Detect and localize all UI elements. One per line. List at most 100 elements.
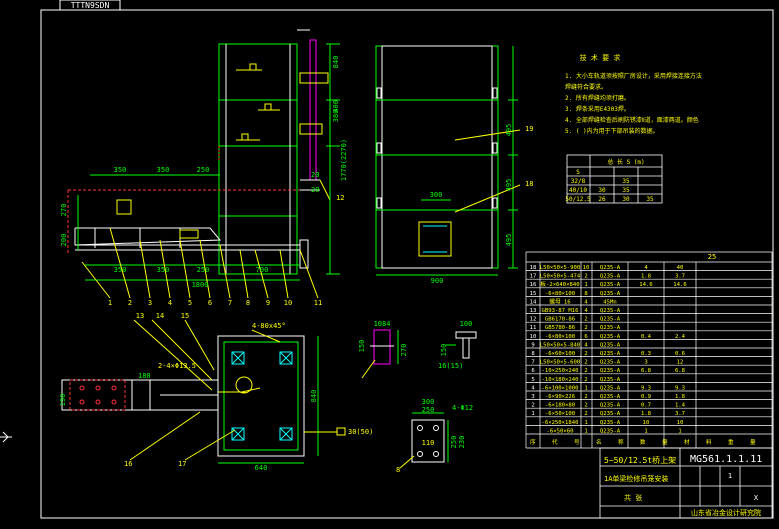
part-number: 2 [128,299,132,307]
detail-b [446,331,477,359]
bom-column-header: 名 [596,438,602,446]
bom-cell: 2 [584,411,587,417]
detail-b-dim-2: 16(15) [438,362,463,370]
span-table-cell: 50/12.5 [565,196,591,203]
title-scale-1: 1 [728,472,732,480]
detail-a-dim-1: 150 [358,340,366,353]
bom-cell: 16 [530,282,537,288]
bom-cell: Q235-A [600,394,621,400]
bom-cell: 0.3 [641,351,651,357]
plan-dim-640: 640 [255,464,268,472]
front-dim-840: 840 [332,56,340,69]
title-sheet: 共 张 [624,493,642,502]
detail-a-dim-0: 1084 [374,320,391,328]
bom-cell: 4 [584,342,588,348]
bom-cell: GB93-87 M16 [541,308,578,314]
side-dim-900: 900 [431,277,444,285]
bom-header-right: 25 [708,253,716,261]
bom-cell: 2 [584,360,587,366]
part-number: 8 [246,299,250,307]
plan-dim-30-50: 30(50) [348,428,373,436]
bom-cell: 45Mn [603,299,616,305]
plan-label-17: 17 [178,460,186,468]
bom-cell: 2 [584,325,587,331]
bom-cell: -6×90×226 [545,394,575,400]
detail-b-dim-1: 150 [440,344,448,357]
bom-cell: 6 [584,334,587,340]
bom-cell: 2 [531,403,534,409]
bom-column-header: 重 [728,438,734,446]
bom-column-header: 量 [662,439,668,446]
bom-cell: Q235-A [600,411,621,417]
bom-cell: Q235-A [600,274,621,280]
bom-cell: 12 [530,317,537,323]
bom-cell: Q235-A [600,351,621,357]
part-number: 9 [266,299,270,307]
side-dim-495c: 495 [505,234,513,247]
bom-cell: Q235-A [600,377,621,383]
bom-cell: Q235-A [600,342,621,348]
bom-column-header: 数 [640,438,646,446]
front-label-12: 12 [336,194,344,202]
base-bottom-dim-3: 700 [256,266,269,274]
span-table [566,154,663,204]
bom-cell: 11 [530,325,537,331]
span-table-cell: 32/8 [571,178,586,185]
detail-c-dim-5: 230 [458,436,466,449]
bom-cell: 0.4 [641,334,652,340]
bom-cell: 2 [584,317,587,323]
detail-a-dim-2: 270 [400,344,408,357]
bom-cell: 2 [584,377,587,383]
part-number: 1 [108,299,112,307]
bom-cell: 4 [531,385,535,391]
plan-hole-note: 2-4×Φ13.5 [158,362,196,370]
bom-cell: 14.6 [639,282,652,288]
bom-cell: Q235-A [600,428,621,434]
bom-cell: 9 [531,342,534,348]
front-view [218,29,340,275]
bom-cell: -6×50×100 [545,411,575,417]
bom-column-header: 量 [750,439,756,446]
bom-cell: -6×250×1840 [541,420,578,426]
bom-cell: 6 [531,368,534,374]
bom-cell: 0.9 [641,394,651,400]
title-drawing-no: MG561.1.1.11 [690,454,762,465]
bom-cell: -6×50×60 [547,428,574,434]
bom-cell: 3.7 [675,411,685,417]
bom-cell: 8 [584,291,588,297]
bom-cell: 7 [531,360,534,366]
drawing-frame [40,9,774,519]
bom-cell: Q235-A [600,282,621,288]
part-number: 6 [208,299,212,307]
bom-cell: Q235-A [600,265,621,271]
span-table-cell: 35 [622,187,630,194]
plan-label-15: 15 [181,312,189,320]
plan-label-13: 13 [136,312,144,320]
side-dim-495a: 495 [505,124,513,137]
title-tab-label: TTTN9SDN [71,1,110,10]
title-product: 5~50/12.5t桥上架 [604,455,676,465]
note-line: 5. ( )内为用于下部吊装的数据。 [565,127,659,135]
bom-cell: Q235-A [600,360,621,366]
detail-b-dim-0: 100 [460,320,473,328]
bom-column-header: 材 [684,438,690,446]
bom-cell: 3.7 [675,274,685,280]
bom-cell: Q235-A [600,368,621,374]
plan-view [61,319,346,464]
plan-label-14: 14 [156,312,164,320]
bom-cell: 8 [531,351,535,357]
base-vert-dim-1: 200 [60,234,68,247]
detail-c-dim-4: 250 [450,436,458,449]
base-bottom-dim-1: 350 [157,266,170,274]
part-number: 5 [188,299,192,307]
bom-cell: 1 [584,420,587,426]
span-table-cell: 35 [646,196,654,203]
title-company: 山东省冶金设计研究院 [691,508,761,517]
bom-cell: -10×250×240 [541,368,578,374]
bom-cell: 40 [677,265,684,271]
title-block [599,447,773,519]
bom-cell: GB5780-86 [545,325,575,331]
bom-cell: 5 [531,377,534,383]
front-dim-400: 400 [332,100,340,113]
